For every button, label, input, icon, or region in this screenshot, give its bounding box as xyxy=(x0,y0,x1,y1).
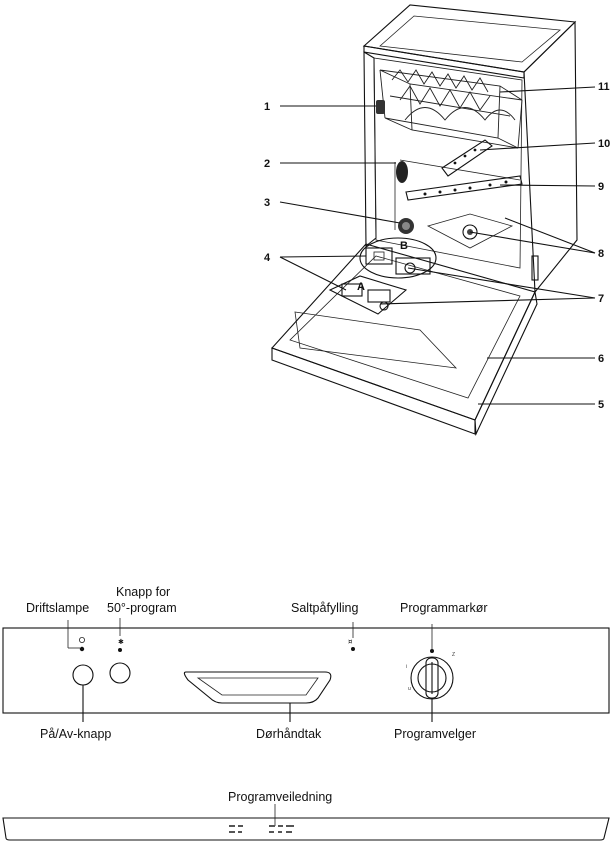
dispenser-detail: B xyxy=(359,237,437,279)
label-50-program: 50°-program xyxy=(107,601,177,615)
lower-spray-arm xyxy=(405,175,523,201)
label-dorhandtak: Dørhåndtak xyxy=(256,727,322,741)
callout-10: 10 xyxy=(598,138,610,150)
salt-symbol-icon: ¤ xyxy=(348,638,353,646)
callout-numbers: 1 2 3 4 5 6 7 8 9 10 11 xyxy=(264,81,610,411)
callout-lines xyxy=(279,86,596,405)
star-icon: ✱ xyxy=(118,638,124,646)
door-handle[interactable] xyxy=(183,671,332,722)
label-pa-av-knapp: På/Av-knapp xyxy=(40,727,111,741)
program-marker-dot xyxy=(430,649,434,653)
svg-text:Z: Z xyxy=(452,652,455,658)
program-guide-icons xyxy=(229,825,294,833)
label-programveiledning: Programveiledning xyxy=(228,790,332,804)
callout-3: 3 xyxy=(264,197,270,209)
callout-1: 1 xyxy=(264,101,270,113)
label-knapp-for: Knapp for xyxy=(116,585,170,599)
power-symbol-icon xyxy=(79,637,86,644)
label-driftslampe: Driftslampe xyxy=(26,601,89,615)
detergent-dispenser xyxy=(328,275,408,315)
50-program-button[interactable] xyxy=(109,662,131,684)
filter-area xyxy=(426,213,514,249)
indicator-lamp xyxy=(79,646,85,652)
open-door xyxy=(271,243,539,437)
program-knob[interactable]: Z i u xyxy=(406,624,455,722)
control-panel: ✱ ¤ Z i u Dri xyxy=(2,585,610,741)
dispenser-letter-a: A xyxy=(357,281,365,293)
callout-8: 8 xyxy=(598,248,604,260)
svg-text:i: i xyxy=(406,664,407,670)
label-saltpafylling: Saltpåfylling xyxy=(291,601,358,615)
label-programvelger: Programvelger xyxy=(394,727,476,741)
upper-rack xyxy=(379,69,523,149)
svg-text:u: u xyxy=(408,686,411,692)
50-program-lamp xyxy=(118,648,122,652)
callout-6: 6 xyxy=(598,353,604,365)
program-guide-strip: Programveiledning xyxy=(2,790,610,841)
callout-2: 2 xyxy=(264,158,270,170)
callout-9: 9 xyxy=(598,181,604,193)
dispenser-letter-b: B xyxy=(400,240,408,252)
dishwasher-illustration: B A xyxy=(271,4,578,437)
label-programmarkor: Programmarkør xyxy=(400,601,488,615)
callout-7: 7 xyxy=(598,293,604,305)
salt-indicator-lamp xyxy=(351,647,355,651)
power-button[interactable] xyxy=(72,664,94,686)
callout-11: 11 xyxy=(598,81,610,93)
callout-4: 4 xyxy=(264,252,271,264)
callout-5: 5 xyxy=(598,399,604,411)
upper-spray-arm xyxy=(441,139,493,177)
